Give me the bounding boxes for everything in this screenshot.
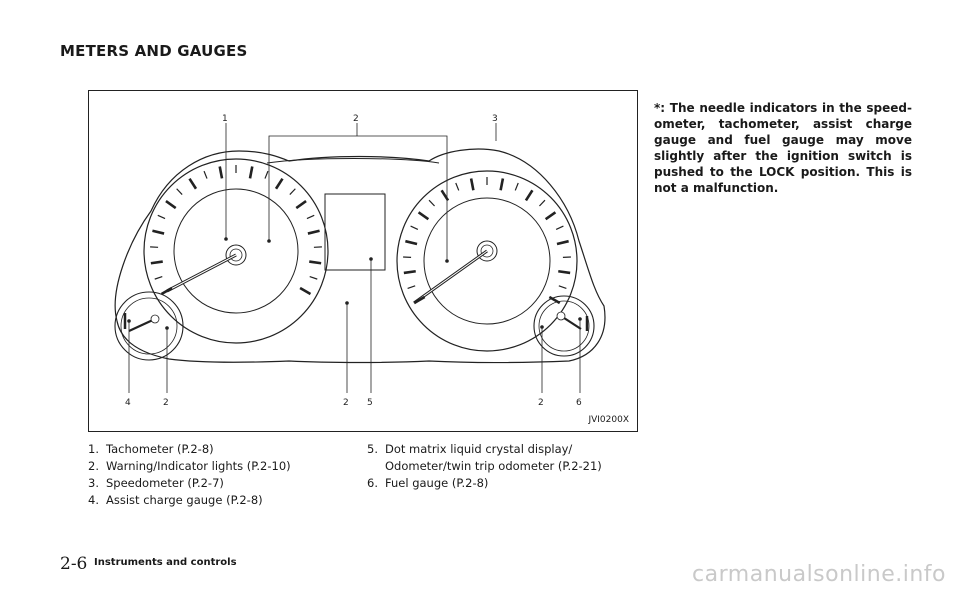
legend-number: 6.: [367, 476, 378, 490]
cluster-outline: [114, 148, 606, 364]
legend-item: 5. Dot matrix liquid crystal display/ Odo…: [367, 441, 639, 475]
legend-text: Tachometer (P.2-8): [106, 442, 214, 456]
assist-charge-gauge: [114, 291, 184, 361]
gauge-tick: [555, 225, 564, 230]
gauge-tick: [295, 200, 307, 210]
assist-charge-needle: [128, 318, 156, 332]
tachometer-outer-ring: [143, 158, 329, 344]
instrument-cluster-figure: 1 2 3 4 2 2 5 2 6 JVI0200X: [88, 90, 638, 432]
legend-item: 1. Tachometer (P.2-8): [88, 441, 358, 458]
legend-text: Assist charge gauge (P.2-8): [106, 493, 263, 507]
fuel-gauge: [533, 295, 595, 357]
legend-number: 2.: [88, 459, 99, 473]
gauge-tick: [405, 239, 418, 246]
gauge-tick: [544, 211, 557, 221]
callout-label-6: 6: [576, 398, 582, 408]
speedometer-dial: [423, 197, 551, 325]
gauge-tick: [309, 275, 318, 280]
legend-text: Dot matrix liquid crystal display/ Odome…: [385, 442, 602, 473]
legend-number: 4.: [88, 493, 99, 507]
legend-text: Warning/Indicator lights (P.2-10): [106, 459, 291, 473]
gauge-tick: [428, 199, 435, 207]
callout-label-2-top: 2: [353, 114, 359, 124]
gauge-tick: [160, 286, 173, 296]
legend-number: 5.: [367, 442, 378, 456]
gauge-tick: [455, 182, 460, 191]
gauge-tick: [218, 166, 224, 179]
gauge-tick: [410, 225, 419, 230]
lcd-display: [324, 193, 386, 271]
note-paragraph: *: The needle indicators in the speed-om…: [654, 101, 912, 195]
gauge-tick: [556, 239, 569, 246]
page-number: 2-6: [60, 554, 88, 574]
figure-id: JVI0200X: [588, 415, 629, 425]
gauge-tick: [152, 229, 165, 235]
speedometer-ticks: [403, 177, 571, 305]
tachometer-dial: [173, 188, 299, 314]
gauge-tick: [176, 188, 183, 195]
callout-label-1: 1: [222, 114, 228, 124]
gauge-tick: [274, 177, 284, 190]
tachometer-ticks: [150, 165, 322, 296]
gauge-tick: [203, 170, 208, 179]
gauge-tick: [154, 275, 163, 280]
legend-text: Speedometer (P.2-7): [106, 476, 224, 490]
speedometer-outer-ring: [396, 170, 578, 352]
gauge-tick: [299, 286, 312, 296]
gauge-tick: [188, 177, 198, 190]
gauge-tick: [469, 178, 475, 191]
gauge-tick: [413, 295, 426, 305]
callout-label-5: 5: [367, 398, 373, 408]
gauge-tick: [514, 182, 519, 191]
gauge-tick: [558, 269, 571, 275]
gauge-tick: [309, 260, 322, 265]
legend-left: 1. Tachometer (P.2-8) 2. Warning/Indicator…: [88, 441, 358, 509]
gauge-tick: [307, 229, 320, 235]
callout-label-2c: 2: [538, 398, 544, 408]
legend-text: Fuel gauge (P.2-8): [385, 476, 489, 490]
watermark: carmanualsonline.info: [692, 562, 946, 587]
gauge-tick: [407, 285, 416, 290]
callout-label-4: 4: [125, 398, 131, 408]
gauge-tick: [524, 189, 534, 202]
section-title: METERS AND GAUGES: [60, 42, 248, 60]
gauge-tick: [165, 200, 177, 210]
legend-right: 5. Dot matrix liquid crystal display/ Odo…: [367, 441, 639, 492]
legend-number: 1.: [88, 442, 99, 456]
legend-item: 3. Speedometer (P.2-7): [88, 475, 358, 492]
callout-label-2b: 2: [343, 398, 349, 408]
legend-item: 4. Assist charge gauge (P.2-8): [88, 492, 358, 509]
gauge-tick: [417, 211, 430, 221]
gauge-tick: [306, 214, 315, 220]
gauge-tick: [264, 170, 269, 179]
gauge-tick: [403, 269, 416, 275]
legend-item: 6. Fuel gauge (P.2-8): [367, 475, 639, 492]
gauge-tick: [157, 214, 166, 220]
callout-label-2a: 2: [163, 398, 169, 408]
legend-number: 3.: [88, 476, 99, 490]
instrument-cluster-drawing: 1 2 3 4 2 2 5 2 6: [114, 114, 606, 408]
legend-item: 2. Warning/Indicator lights (P.2-10): [88, 458, 358, 475]
cluster-center-arch: [266, 158, 440, 164]
gauge-tick: [289, 188, 296, 195]
gauge-tick: [499, 178, 505, 191]
gauge-tick: [150, 260, 163, 265]
callout-bracket-2: [268, 135, 448, 261]
gauge-tick: [558, 285, 567, 290]
chapter-title: Instruments and controls: [94, 557, 237, 568]
tachometer-hub: [225, 244, 247, 266]
gauge-tick: [248, 166, 254, 179]
gauge-tick: [539, 199, 546, 207]
callout-label-3: 3: [492, 114, 498, 124]
speedometer-hub: [476, 240, 498, 262]
